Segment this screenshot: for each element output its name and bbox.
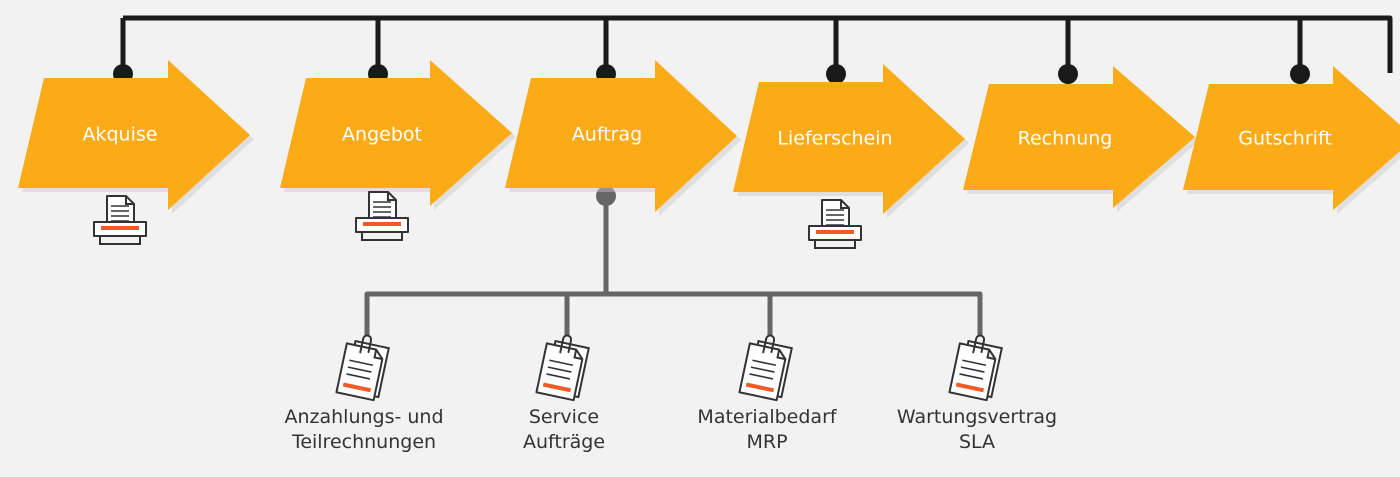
connector-lines [113, 15, 1393, 335]
process-arrow-rechnung [963, 66, 1195, 208]
sub-document-label-line2: SLA [958, 431, 996, 453]
sub-document-label-line1: Wartungsvertrag [896, 406, 1058, 428]
sub-document-label-line1: Service [528, 406, 600, 428]
printer-icon [93, 195, 147, 245]
document-icons [93, 191, 1003, 402]
process-arrow-lieferschein [733, 64, 965, 214]
sub-document-label-line1: Anzahlungs- und [284, 406, 444, 428]
process-arrow-auftrag [505, 60, 737, 212]
process-step-label: Auftrag [572, 124, 642, 146]
process-arrows: Akquise Angebot Auftrag Lieferschein Rechnun… [18, 60, 1400, 218]
process-arrow-angebot [280, 60, 512, 206]
process-step-label: Angebot [342, 124, 422, 146]
connector-dot [1058, 64, 1078, 84]
branch-connector-dot [596, 186, 616, 206]
clipped-document-icon [948, 334, 1003, 402]
connector-dot [826, 64, 846, 84]
sub-document-label-line2: MRP [746, 431, 788, 453]
clipped-document-icon [535, 334, 590, 402]
clipped-document-icon [335, 334, 390, 402]
main-connector-line [123, 15, 1393, 73]
sub-document-label-line2: Aufträge [522, 431, 606, 453]
sub-document-label-line1: Materialbedarf [697, 406, 837, 428]
process-step-label: Rechnung [1018, 128, 1113, 150]
clipped-document-icon [738, 334, 793, 402]
sub-document-label-line2: Teilrechnungen [291, 431, 437, 453]
process-step-label: Gutschrift [1238, 128, 1332, 150]
printer-icon [355, 191, 409, 241]
process-arrow-gutschrift [1183, 66, 1400, 210]
process-arrow-akquise [18, 60, 250, 210]
process-step-label: Akquise [83, 124, 158, 146]
printer-icon [808, 199, 862, 249]
process-step-label: Lieferschein [777, 128, 892, 150]
connector-dot [1290, 64, 1310, 84]
branch-horizontal-line [364, 291, 983, 335]
